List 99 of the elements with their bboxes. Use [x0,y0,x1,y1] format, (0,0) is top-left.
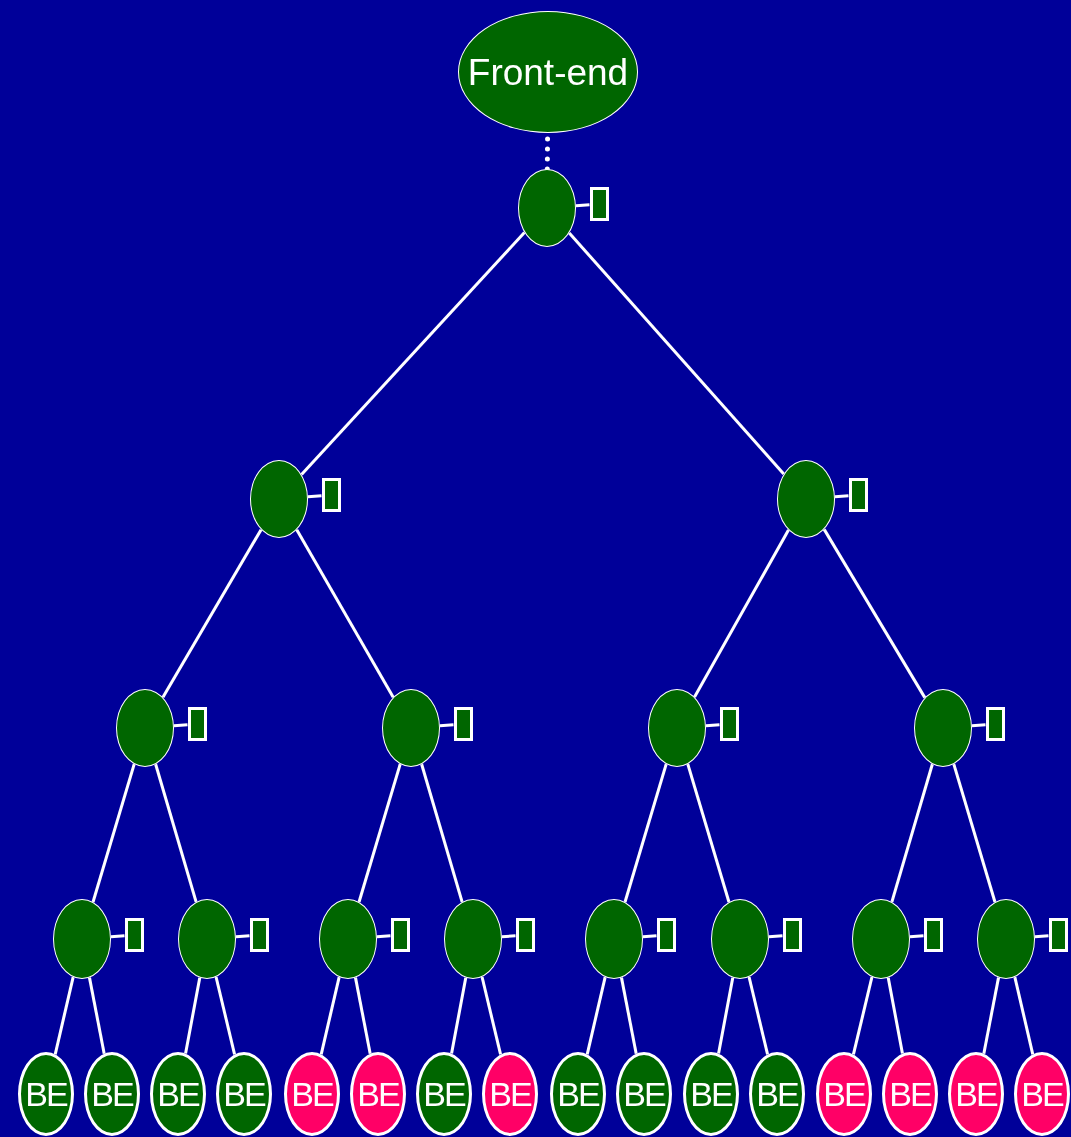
connector-line [834,494,849,499]
connector-line [439,723,454,728]
connector-line [982,977,1000,1054]
connector-line [173,723,188,728]
node-label: BE [1021,1077,1063,1111]
node-label: BE [25,1077,67,1111]
backend-ellipse [882,1052,938,1136]
connector-line [686,763,731,903]
connector-line [450,977,468,1054]
backend-ellipse [550,1052,606,1136]
connector-line [235,934,250,939]
small-box [589,187,609,221]
connector-line [110,934,125,939]
node-circle [250,460,308,538]
small-box [453,707,473,741]
node-label: BE [489,1077,531,1111]
connector-line [420,763,464,903]
connector-line [585,976,607,1055]
small-box [848,478,868,512]
node-label: BE [291,1077,333,1111]
node-label: BE [157,1077,199,1111]
connector-line [822,528,927,699]
small-box [923,918,943,952]
backend-ellipse [84,1052,140,1136]
connector-line [717,977,735,1054]
small-box [515,918,535,952]
backend-ellipse [284,1052,340,1136]
connector-line [890,763,934,903]
connector-line [642,934,657,939]
connector-line [501,934,516,939]
connector-line [768,934,783,939]
connector-line [161,528,263,699]
connector-line [307,494,322,499]
backend-ellipse [749,1052,805,1136]
small-box [656,918,676,952]
connector-line [1013,976,1035,1055]
backend-ellipse [350,1052,406,1136]
connector-line [480,976,502,1055]
connector-line [376,934,391,939]
connector-line [693,529,790,698]
connector-line [971,723,986,728]
node-label: BE [91,1077,133,1111]
connector-line [909,934,924,939]
node-label: BE [756,1077,798,1111]
connector-line [568,232,785,475]
node-label: BE [223,1077,265,1111]
small-box [187,707,207,741]
backend-ellipse [948,1052,1004,1136]
small-box [719,707,739,741]
connector-line [852,976,874,1055]
backend-ellipse [482,1052,538,1136]
connector-line [952,763,997,903]
connector-line [886,977,904,1054]
connector-line [1034,934,1049,939]
connector-line [319,976,341,1055]
connector-line [214,976,236,1055]
connector-line [705,723,720,728]
node-label: BE [690,1077,732,1111]
node-circle [382,689,440,767]
small-box [782,918,802,952]
small-box [390,918,410,952]
small-box [124,918,144,952]
connector-line [88,977,106,1054]
backend-ellipse [150,1052,206,1136]
node-circle [648,689,706,767]
node-label: BE [557,1077,599,1111]
connector-line [747,976,769,1055]
backend-ellipse [416,1052,472,1136]
node-label: BE [889,1077,931,1111]
connector-line [295,529,395,698]
connector-line [53,976,75,1055]
connector-line [354,977,372,1054]
backend-ellipse [683,1052,739,1136]
connector-line [620,977,638,1054]
connector-line [575,203,590,208]
connector-line [154,763,198,903]
small-box [249,918,269,952]
small-box [985,707,1005,741]
node-circle [914,689,972,767]
node-label: BE [955,1077,997,1111]
node-circle [116,689,174,767]
backend-ellipse [216,1052,272,1136]
node-label: BE [357,1077,399,1111]
connector-line [300,231,526,476]
node-circle [777,460,835,538]
backend-ellipse [18,1052,74,1136]
backend-ellipse [616,1052,672,1136]
connector-line [623,763,668,903]
small-box [321,478,341,512]
backend-ellipse [816,1052,872,1136]
connector-line [91,763,136,903]
node-label: BE [623,1077,665,1111]
small-box [1048,918,1068,952]
node-label: BE [423,1077,465,1111]
connector-line [357,763,402,903]
node-label: BE [823,1077,865,1111]
backend-ellipse [1014,1052,1070,1136]
connector-line [184,977,202,1054]
node-label: Front-end [467,53,629,91]
